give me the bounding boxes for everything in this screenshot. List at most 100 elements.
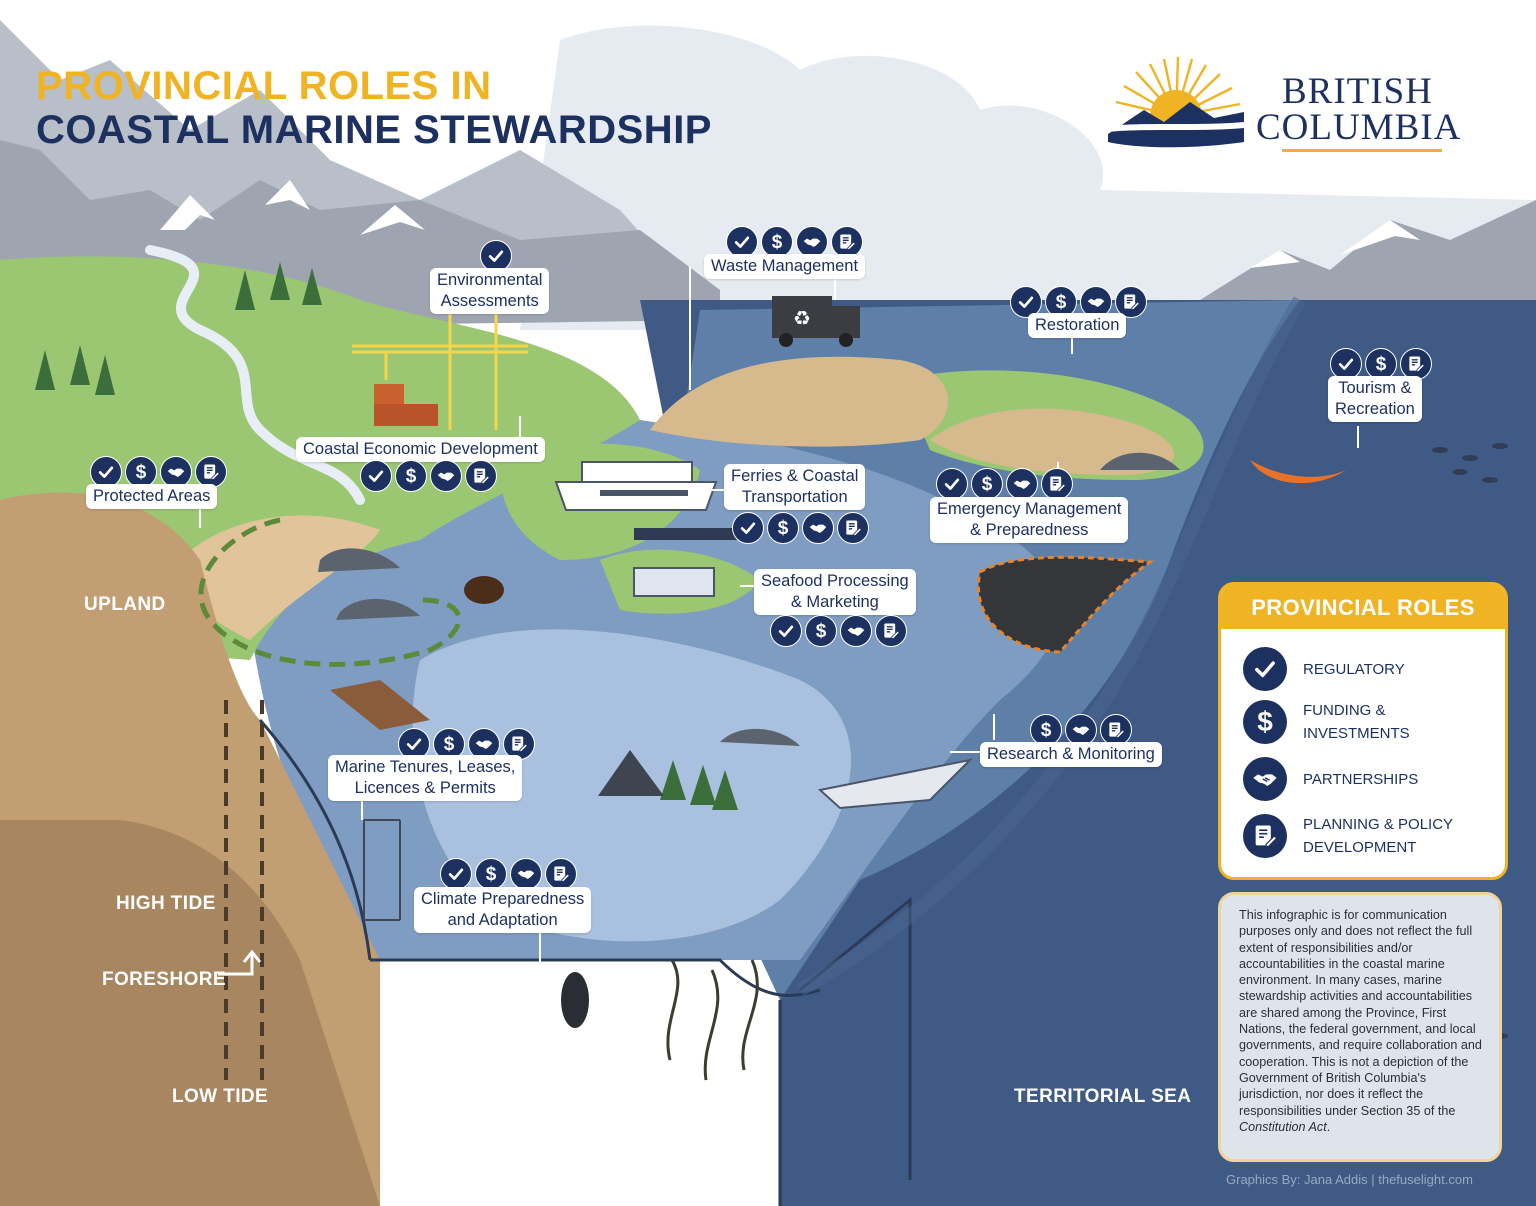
check-icon <box>726 226 758 258</box>
dollar-icon: $ <box>767 512 799 544</box>
dollar-icon: $ <box>433 728 465 760</box>
coastal-economic-development-text: Coastal Economic Development <box>303 440 538 458</box>
climate-preparedness-role-icons: $ <box>440 858 577 890</box>
check-icon <box>1330 348 1362 380</box>
dollar-icon: $ <box>125 456 157 488</box>
check-icon <box>90 456 122 488</box>
waste-management-text: Waste Management <box>711 257 859 275</box>
dollar-icon: $ <box>1030 714 1062 746</box>
legend-label-partnerships: PARTNERSHIPS <box>1303 770 1419 788</box>
title-line-1: PROVINCIAL ROLES IN <box>36 64 492 108</box>
emergency-management-label: Emergency Management & Preparedness <box>930 497 1129 543</box>
title-line-2: COASTAL MARINE STEWARDSHIP <box>36 108 712 152</box>
dollar-icon: $ <box>475 858 507 890</box>
legend-title: PROVINCIAL ROLES <box>1221 585 1505 629</box>
handshake-icon <box>802 512 834 544</box>
document-pen-icon <box>1041 468 1073 500</box>
legend-item-funding: $ FUNDING & INVESTMENTS <box>1243 699 1473 745</box>
handshake-icon <box>430 460 462 492</box>
document-pen-icon <box>1115 286 1147 318</box>
tourism-label: Tourism & Recreation <box>1328 376 1422 422</box>
restoration-label: Restoration <box>1028 313 1127 338</box>
document-pen-icon <box>1400 348 1432 380</box>
handshake-icon <box>160 456 192 488</box>
marine-tenures-label: Marine Tenures, Leases, Licences & Permi… <box>328 755 523 801</box>
ferries-role-icons: $ <box>732 512 869 544</box>
provincial-roles-legend: PROVINCIAL ROLES REGULATORY $ FUNDING & … <box>1218 582 1508 880</box>
zone-foreshore: FORESHORE <box>102 969 226 990</box>
dollar-icon: $ <box>1243 700 1287 744</box>
protected-areas-role-icons: $ <box>90 456 227 488</box>
restoration-text: Restoration <box>1035 316 1120 334</box>
legend-label-regulatory: REGULATORY <box>1303 660 1405 678</box>
document-pen-icon <box>195 456 227 488</box>
seafood-processing-role-icons: $ <box>770 615 907 647</box>
waste-management-role-icons: $ <box>726 226 863 258</box>
handshake-icon <box>1006 468 1038 500</box>
document-pen-icon <box>837 512 869 544</box>
ferries-label: Ferries & Coastal Transportation <box>724 464 866 510</box>
ferries-text: Ferries & Coastal Transportation <box>731 467 859 506</box>
document-pen-icon <box>875 615 907 647</box>
document-pen-icon <box>831 226 863 258</box>
bc-logo-word-columbia: COLUMBIA <box>1256 107 1462 148</box>
seafood-processing-text: Seafood Processing & Marketing <box>761 572 909 611</box>
disclaimer-end: . <box>1326 1119 1331 1134</box>
check-icon <box>1010 286 1042 318</box>
graphics-credit: Graphics By: Jana Addis | thefuselight.c… <box>1226 1172 1473 1187</box>
emergency-management-text: Emergency Management & Preparedness <box>937 500 1122 539</box>
disclaimer-emphasis: Constitution Act <box>1239 1119 1327 1134</box>
bc-logo-sun-mountains <box>1108 56 1244 148</box>
climate-preparedness-label: Climate Preparedness and Adaptation <box>414 887 592 933</box>
dollar-icon: $ <box>971 468 1003 500</box>
bc-logo-underline <box>1282 149 1442 152</box>
check-icon <box>360 460 392 492</box>
disclaimer-text: This infographic is for communication pu… <box>1239 908 1482 1118</box>
zone-internal-waters: INTERNAL WATERS <box>420 1086 607 1107</box>
check-icon <box>398 728 430 760</box>
dollar-icon: $ <box>1045 286 1077 318</box>
research-monitoring-text: Research & Monitoring <box>987 745 1155 763</box>
legend-item-planning: PLANNING & POLICY DEVELOPMENT <box>1243 813 1473 859</box>
document-pen-icon <box>465 460 497 492</box>
legend-item-regulatory: REGULATORY <box>1243 647 1473 691</box>
check-icon <box>1243 647 1287 691</box>
emergency-management-role-icons: $ <box>936 468 1073 500</box>
disclaimer-box: This infographic is for communication pu… <box>1218 892 1502 1162</box>
coastal-economic-development-role-icons: $ <box>360 460 497 492</box>
tourism-text: Tourism & Recreation <box>1335 379 1415 418</box>
check-icon <box>936 468 968 500</box>
zone-upland: UPLAND <box>84 594 166 615</box>
handshake-icon <box>468 728 500 760</box>
zone-territorial-sea: TERRITORIAL SEA <box>1014 1086 1192 1107</box>
bc-logo-word-british: BRITISH <box>1282 71 1433 112</box>
protected-areas-label: Protected Areas <box>86 484 218 509</box>
check-icon <box>770 615 802 647</box>
check-icon <box>440 858 472 890</box>
handshake-icon <box>510 858 542 890</box>
protected-areas-text: Protected Areas <box>93 487 211 505</box>
zone-low-tide: LOW TIDE <box>172 1086 269 1107</box>
research-monitoring-label: Research & Monitoring <box>980 742 1162 767</box>
zone-high-tide: HIGH TIDE <box>116 893 216 914</box>
dollar-icon: $ <box>761 226 793 258</box>
handshake-icon <box>1080 286 1112 318</box>
legend-item-partnerships: PARTNERSHIPS <box>1243 757 1473 801</box>
environmental-assessments-text: Environmental Assessments <box>437 271 543 310</box>
coastal-economic-development-label: Coastal Economic Development <box>296 437 545 462</box>
restoration-role-icons: $ <box>1010 286 1147 318</box>
check-icon <box>732 512 764 544</box>
legend-label-funding: FUNDING & INVESTMENTS <box>1303 702 1410 742</box>
document-pen-icon <box>545 858 577 890</box>
svg-text:♻: ♻ <box>793 306 811 330</box>
marine-tenures-text: Marine Tenures, Leases, Licences & Permi… <box>335 758 516 797</box>
climate-preparedness-text: Climate Preparedness and Adaptation <box>421 890 585 929</box>
document-pen-icon <box>1243 814 1287 858</box>
seafood-processing-label: Seafood Processing & Marketing <box>754 569 916 615</box>
dollar-icon: $ <box>395 460 427 492</box>
handshake-icon <box>796 226 828 258</box>
dollar-icon: $ <box>805 615 837 647</box>
waste-management-label: Waste Management <box>704 254 866 279</box>
handshake-icon <box>1243 757 1287 801</box>
handshake-icon <box>840 615 872 647</box>
